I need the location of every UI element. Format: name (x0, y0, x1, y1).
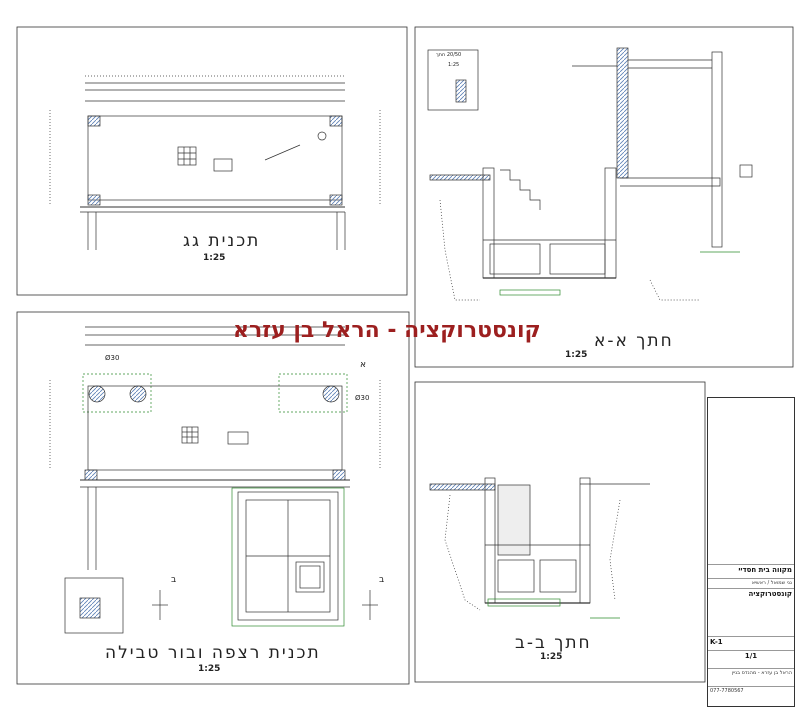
section-aa-drawing (427, 47, 753, 301)
floor-plan-scale: 1:25 (198, 664, 221, 674)
frame-roof-plan (16, 26, 408, 296)
floor-plan-drawing (49, 326, 381, 634)
roof-plan-scale: 1:25 (203, 253, 226, 263)
section-aa-scale: 1:25 (565, 350, 588, 360)
frame-section-aa (414, 26, 794, 368)
section-marker-a: א (360, 360, 367, 370)
firm-phone: 077-7780567 (708, 686, 794, 700)
section-marker-right: ב (379, 575, 385, 585)
section-bb-title: חתך ב-ב (515, 633, 592, 653)
section-aa-title: חתך א-א (594, 331, 674, 351)
frame-section-bb (414, 381, 706, 683)
firm-name: הראל בן עזרא - מהנדס בניין (708, 668, 794, 682)
diameter-label-left: Ø30 (105, 354, 120, 362)
roof-plan-title: תכנית גג (183, 231, 261, 251)
project-subtitle: גני שמואל / ראשיא (708, 578, 794, 588)
detail-header: 20/50 חתך (436, 52, 462, 58)
diameter-label-right: Ø30 (355, 394, 370, 402)
sheet-code: K-1 (708, 636, 794, 650)
section-bb-drawing (429, 477, 650, 619)
title-block: מקווה בית חסדיי גני שמואל / ראשיא קונסטר… (707, 397, 795, 707)
floor-plan-title: תכנית רצפה ובור טבילה (105, 643, 321, 663)
discipline: קונסטרוקציה (708, 588, 794, 602)
sheet-number: 1/1 (708, 650, 794, 664)
project-name: מקווה בית חסדיי (708, 564, 794, 578)
section-bb-scale: 1:25 (540, 652, 563, 662)
frame-floor-plan (16, 311, 410, 685)
detail-scale: 1:25 (448, 62, 460, 68)
engineer-banner: קונסטרוקציה - הראל בן עזרא (233, 318, 541, 343)
roof-plan-drawing (49, 75, 381, 250)
section-marker-left: ב (171, 575, 177, 585)
